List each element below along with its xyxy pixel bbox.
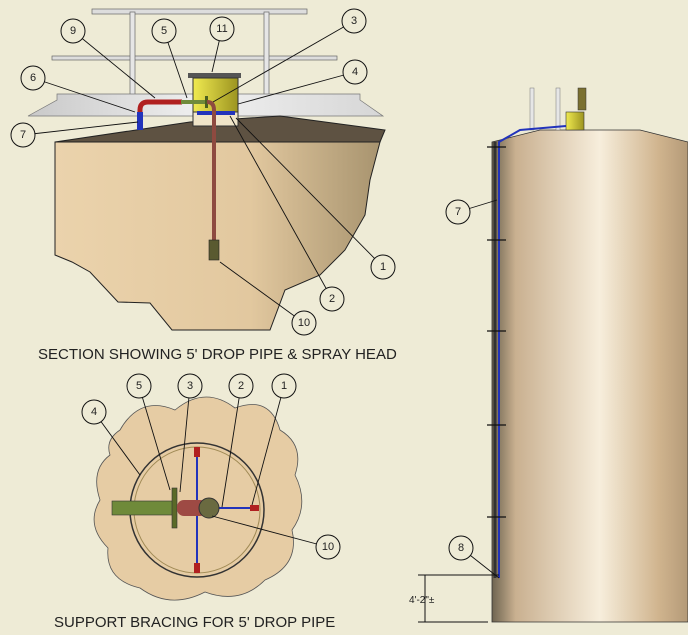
svg-text:1: 1 <box>281 380 287 392</box>
callout-1: 1 <box>235 117 396 280</box>
section-caption: SECTION SHOWING 5' DROP PIPE & SPRAY HEA… <box>38 346 397 363</box>
callout-2: 2 <box>221 373 254 508</box>
callout-7: 7 <box>10 121 139 148</box>
callout-4: 4 <box>81 399 141 476</box>
svg-text:10: 10 <box>322 541 334 553</box>
handrail-mid <box>51 55 338 61</box>
svg-text:7: 7 <box>455 206 461 218</box>
tank-elevation <box>491 129 688 623</box>
plan-caption: SUPPORT BRACING FOR 5' DROP PIPE <box>54 614 335 631</box>
section-view <box>27 8 386 331</box>
callout-5: 5 <box>126 373 171 491</box>
svg-text:10: 10 <box>298 317 310 329</box>
pipe-green-plan <box>111 500 175 516</box>
svg-text:2: 2 <box>329 293 335 305</box>
pipe-supports <box>487 146 506 518</box>
svg-text:3: 3 <box>351 15 357 27</box>
callout-8: 8 <box>448 535 500 579</box>
svg-text:9: 9 <box>70 25 76 37</box>
plan-view <box>93 396 303 601</box>
pipe-green <box>181 100 207 104</box>
callout-2: 2 <box>229 115 345 312</box>
spray-head <box>208 239 220 261</box>
svg-text:8: 8 <box>458 542 464 554</box>
svg-text:4: 4 <box>352 66 358 78</box>
elevation-callouts: 7 8 <box>445 199 500 579</box>
callout-9: 9 <box>60 18 156 99</box>
svg-text:1: 1 <box>380 261 386 273</box>
pipe-blue <box>137 112 143 130</box>
callout-4: 4 <box>237 59 368 105</box>
callout-11: 11 <box>209 16 235 73</box>
pipe-red <box>137 99 182 130</box>
callout-1: 1 <box>251 373 297 506</box>
callout-10: 10 <box>211 515 341 560</box>
spray-head-plan <box>198 497 220 519</box>
svg-text:5: 5 <box>161 25 167 37</box>
callout-3: 3 <box>177 373 203 493</box>
svg-text:4: 4 <box>91 406 97 418</box>
external-pipe <box>498 125 567 578</box>
dimension: 4'-2"± <box>409 574 499 623</box>
handrail-top <box>91 8 308 15</box>
section-callouts: 9 5 11 3 4 6 7 1 2 10 <box>10 8 396 336</box>
drop-pipe <box>206 100 216 240</box>
plan-callouts: 5 3 2 1 4 10 <box>81 373 341 560</box>
callout-3: 3 <box>212 8 367 103</box>
svg-text:2: 2 <box>238 380 244 392</box>
svg-text:5: 5 <box>136 380 142 392</box>
callout-7: 7 <box>445 199 498 225</box>
svg-text:11: 11 <box>216 23 227 35</box>
tank-section-body <box>54 141 381 331</box>
callout-5: 5 <box>151 18 188 99</box>
vessel-lid <box>188 73 241 78</box>
svg-text:3: 3 <box>187 380 193 392</box>
dimension-label: 4'-2"± <box>409 595 435 606</box>
callout-6: 6 <box>20 65 136 113</box>
svg-text:6: 6 <box>30 72 36 84</box>
callout-10: 10 <box>219 261 317 336</box>
flange <box>205 96 208 108</box>
vessel-elevation <box>565 111 585 131</box>
elevation-view <box>487 87 688 623</box>
svg-text:7: 7 <box>20 129 26 141</box>
